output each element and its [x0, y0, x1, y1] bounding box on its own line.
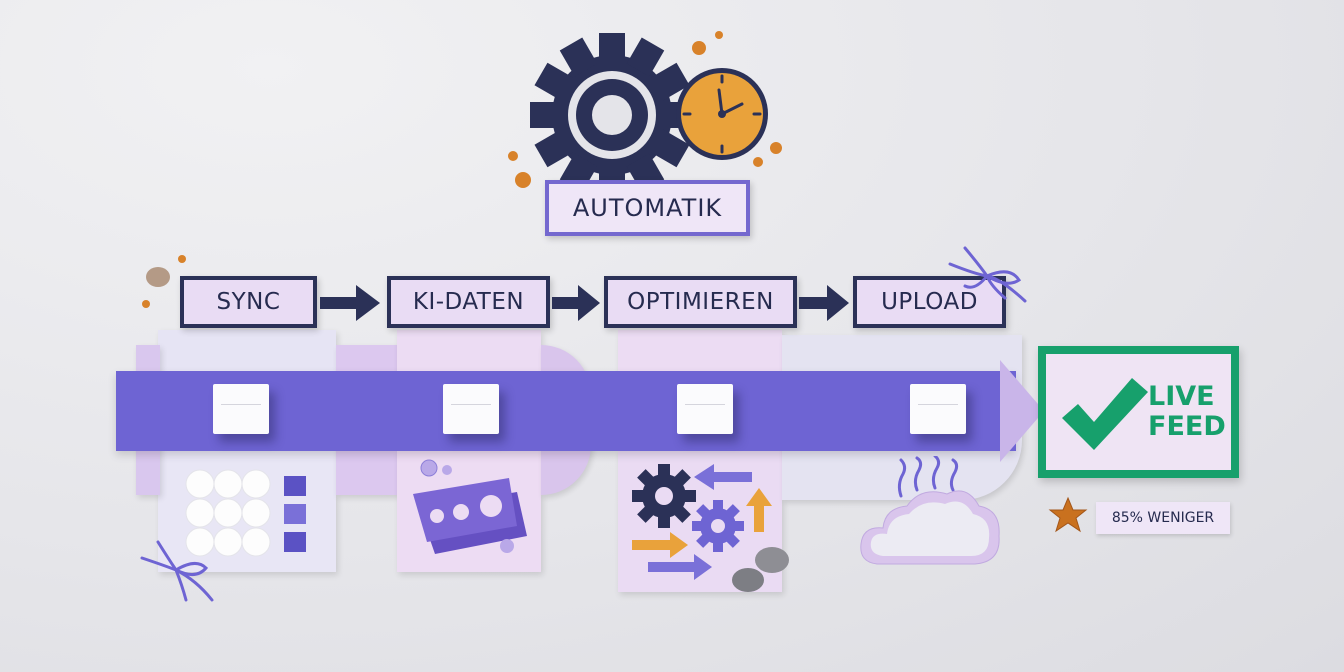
arrow-right-icon — [552, 285, 600, 321]
title-box: AUTOMATIK — [545, 180, 750, 236]
pebble-decoration — [142, 255, 186, 308]
clock-icon — [676, 68, 768, 160]
step-optimieren: OPTIMIEREN — [604, 276, 797, 328]
step-label: SYNC — [184, 280, 313, 324]
step-label: KI-DATEN — [391, 280, 546, 324]
cube-icon — [213, 384, 269, 434]
panel-optimieren-top — [618, 330, 782, 374]
cotton-balls-icon — [185, 469, 306, 557]
amber-beads — [508, 31, 782, 188]
twine-bow-icon — [948, 246, 1027, 303]
panel-sync-top — [158, 330, 336, 374]
pebble-decoration — [732, 547, 789, 592]
arrow-right-icon — [320, 285, 380, 321]
star-icon — [1048, 496, 1088, 533]
cube-icon — [443, 384, 499, 434]
cube-icon — [677, 384, 733, 434]
live-feed-card: LIVE FEED — [1038, 346, 1239, 478]
panel-kidaten-top — [397, 330, 541, 374]
savings-badge: 85% WENIGER — [1096, 502, 1230, 534]
page-title: AUTOMATIK — [549, 184, 746, 232]
feed-label: FEED — [1148, 411, 1226, 442]
gear-arrows-icon — [632, 464, 772, 580]
step-ki-daten: KI-DATEN — [387, 276, 550, 328]
step-label: OPTIMIEREN — [608, 280, 793, 324]
live-label: LIVE — [1148, 381, 1215, 412]
cloud-icon — [860, 456, 1000, 565]
checkmark-icon — [1062, 378, 1148, 450]
twine-bow-icon — [140, 540, 214, 602]
arrow-right-icon — [799, 285, 849, 321]
live-feed-inner: LIVE FEED — [1046, 354, 1231, 470]
live-feed-label: LIVE FEED — [1148, 382, 1226, 442]
step-sync: SYNC — [180, 276, 317, 328]
band-arrowhead — [1000, 360, 1044, 462]
cube-icon — [910, 384, 966, 434]
step-label: UPLOAD — [857, 280, 1002, 324]
felt-plate-icon — [413, 459, 527, 554]
